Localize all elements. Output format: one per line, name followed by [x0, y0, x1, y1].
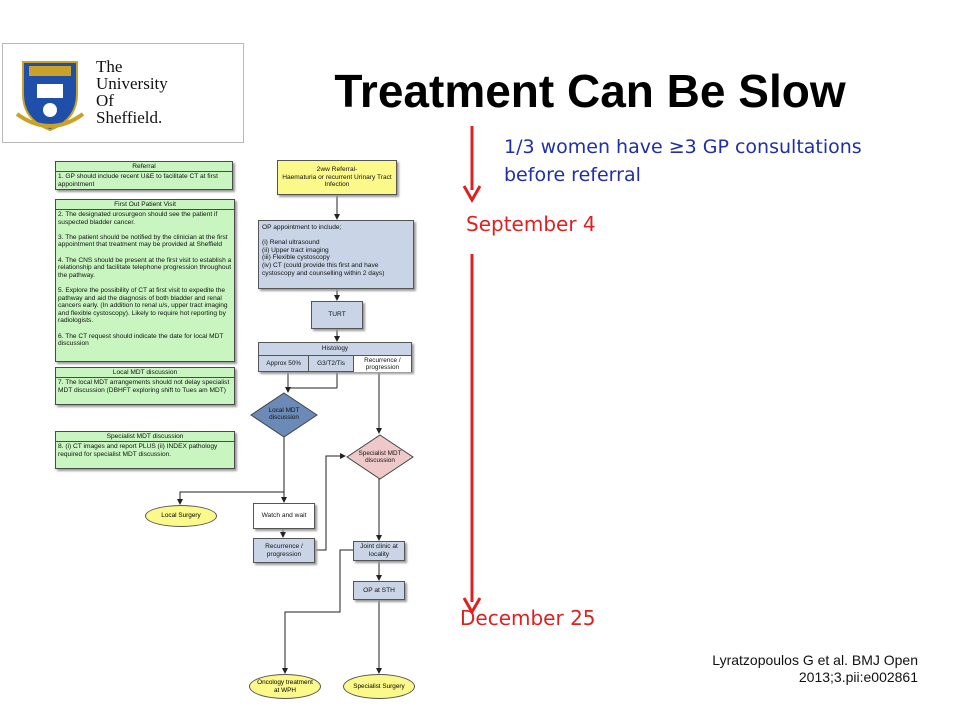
local-surgery-node: Local Surgery [145, 505, 217, 527]
histology-columns: Approx 50% G3/T2/Tis Recurrence / progre… [259, 356, 411, 372]
lower-arrow-head-icon [462, 597, 482, 616]
gp-consultation-note: 1/3 women have ≥3 GP consultations befor… [504, 133, 862, 189]
guideline-body: 8. (i) CT images and report PLUS (ii) IN… [58, 443, 218, 458]
op-sth-node: OP at STH [353, 581, 405, 600]
guideline-referral: Referral 1. GP should include recent U&E… [55, 161, 233, 190]
watch-wait-node: Watch and wait [253, 503, 315, 529]
logo-line-2: University [96, 74, 168, 93]
guideline-body: 1. GP should include recent U&E to facil… [58, 173, 218, 188]
turt-node: TURT [311, 301, 363, 329]
university-crest-icon [15, 61, 85, 132]
oncology-node: Oncology treatment at WPH [249, 674, 321, 699]
histology-col-approx: Approx 50% [259, 356, 310, 372]
specialist-mdt-label: Specialist MDT discussion [358, 449, 402, 464]
histology-col-recurrence: Recurrence / progression [353, 356, 411, 372]
guideline-header: Referral [56, 162, 232, 172]
guideline-body: 2. The designated urosurgeon should see … [58, 211, 232, 348]
specialist-surgery-node: Specialist Surgery [343, 674, 415, 699]
citation-line-2: 2013;3.pii:e002861 [798, 669, 918, 685]
note-line-2: before referral [504, 164, 641, 186]
guideline-body: 7. The local MDT arrangements should not… [58, 379, 230, 394]
guideline-first-visit: First Out Patient Visit 2. The designate… [55, 199, 235, 362]
guideline-specialist-mdt: Specialist MDT discussion 8. (i) CT imag… [55, 431, 235, 469]
histology-header: Histology [259, 343, 411, 356]
referral-node: 2ww Referral- Haematuria or recurrent Ur… [277, 160, 397, 195]
slide-title: Treatment Can Be Slow [334, 65, 846, 117]
recurrence-node: Recurrence / progression [253, 538, 315, 563]
guideline-header: First Out Patient Visit [56, 200, 234, 210]
upper-arrow-head-icon [462, 185, 482, 204]
histology-node: Histology Approx 50% G3/T2/Tis Recurrenc… [258, 342, 412, 372]
guideline-header: Specialist MDT discussion [56, 432, 234, 442]
local-mdt-label: Local MDT discussion [268, 406, 300, 421]
timeline-arrows [462, 126, 482, 616]
op-appointment-node: OP appointment to include; (i) Renal ult… [258, 220, 414, 289]
start-date: September 4 [466, 212, 596, 236]
logo-line-3: Of [96, 91, 114, 110]
note-line-1: 1/3 women have ≥3 GP consultations [504, 136, 862, 158]
university-logo [2, 43, 244, 143]
end-date: December 25 [460, 606, 596, 630]
histology-col-grade: G3/T2/Tis [309, 356, 354, 372]
logo-line-4: Sheffield. [96, 108, 163, 127]
joint-clinic-node: Joint clinic at locality [353, 541, 405, 561]
specialist-mdt-diamond [346, 434, 414, 480]
local-mdt-diamond [250, 392, 318, 438]
guideline-header: Local MDT discussion [56, 368, 234, 378]
citation: Lyratzopoulos G et al. BMJ Open 2013;3.p… [640, 652, 918, 686]
citation-line-1: Lyratzopoulos G et al. BMJ Open [712, 652, 918, 668]
logo-line-1: The [96, 57, 123, 76]
university-name: The University Of Sheffield. [96, 58, 168, 126]
guideline-local-mdt: Local MDT discussion 7. The local MDT ar… [55, 367, 235, 405]
